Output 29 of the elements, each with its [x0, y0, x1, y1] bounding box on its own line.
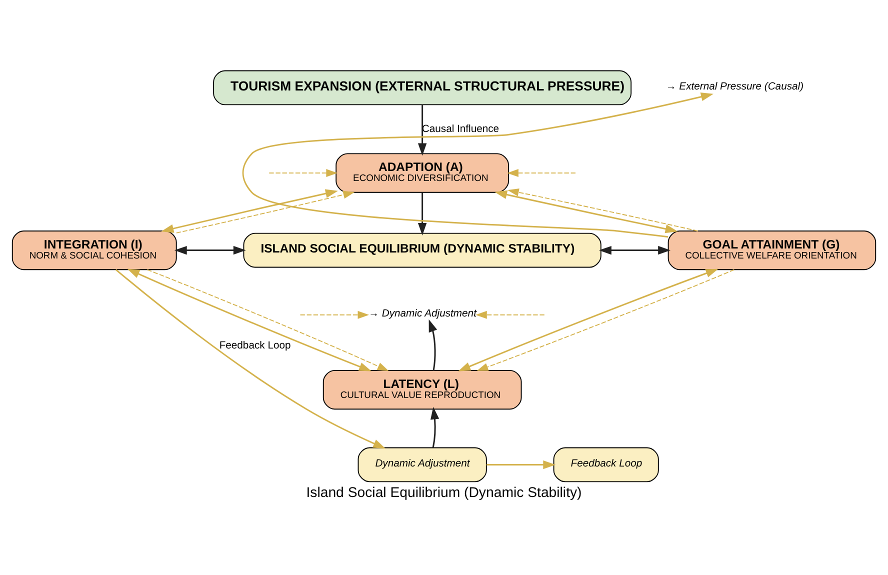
arrow [428, 318, 438, 370]
node-box: ADAPTION (A) ECONOMIC DIVERSIFICATION [336, 152, 510, 192]
node-text: → External Pressure (Causal) [666, 80, 804, 92]
arrow [507, 168, 576, 176]
arrow [418, 192, 427, 236]
edge-label: Feedback Loop [219, 340, 291, 352]
arrow [486, 460, 556, 469]
arrow [242, 92, 714, 238]
node-box: INTEGRATION (I) NORM & SOCIAL COHESION [12, 230, 177, 270]
arrow [418, 104, 427, 156]
arrow [494, 190, 678, 233]
arrow [174, 245, 246, 254]
node-box: Dynamic Adjustment [358, 446, 487, 482]
arrow [508, 188, 698, 231]
arrow [161, 188, 338, 232]
arrow [476, 310, 545, 318]
node-text: → Dynamic Adjustment [368, 308, 476, 320]
arrow [268, 168, 338, 176]
arrow [115, 268, 386, 448]
node-box: TOURISM EXPANSION (EXTERNAL STRUCTURAL PRESSURE) [213, 70, 632, 105]
node-box: Feedback Loop [553, 446, 659, 482]
node-box: LATENCY (L) CULTURAL VALUE REPRODUCTION [322, 370, 522, 410]
arrow [430, 406, 440, 448]
arrow [598, 245, 671, 254]
caption: Island Social Equilibrium (Dynamic Stability) [306, 483, 582, 500]
arrow [176, 190, 355, 233]
node-box: ISLAND SOCIAL EQUILIBRIUM (DYNAMIC STABILITY) [243, 232, 602, 268]
node-box: GOAL ATTAINMENT (G) COLLECTIVE WELFARE ORIENTATION [668, 230, 876, 270]
arrow [300, 310, 370, 318]
